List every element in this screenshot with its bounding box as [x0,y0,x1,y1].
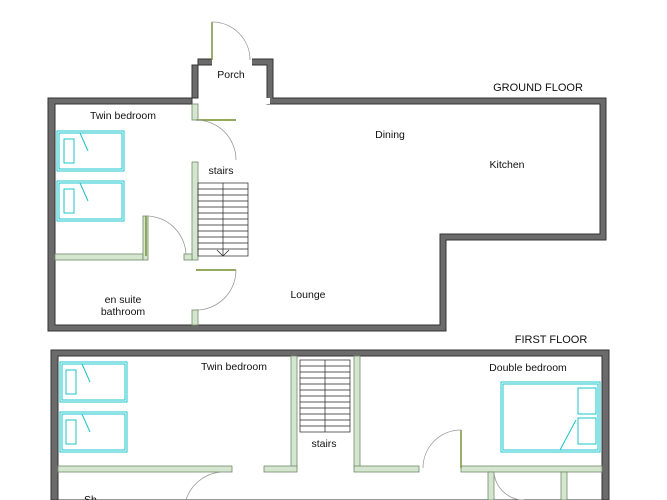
porch-door-swing [211,21,251,61]
inner-wall-lounge [191,309,199,326]
first-inner-wall-right-a [353,465,420,473]
first-floor-outer-walls [50,349,610,500]
porch-label: Porch [217,69,245,81]
first-inner-wall-mid [263,465,298,473]
first-twin-bed-2 [59,411,128,453]
lounge-label: Lounge [290,289,325,301]
ground-twin-bed-2 [56,180,125,222]
first-inner-wall-right-b [460,465,603,473]
ground-twin-bedroom-label: Twin bedroom [90,110,156,122]
ensuite-door-swing [145,215,187,257]
inner-wall-ensuite [54,253,144,261]
first-stair-wall-right [353,355,361,470]
ground-floor-title: GROUND FLOOR [493,82,583,94]
first-partial-label: Sh [84,494,97,500]
first-inner-wall-vertical-b [560,471,568,500]
ensuite-label-line1: en suite [105,294,142,306]
ensuite-label-line2: bathroom [101,306,146,318]
inner-wall-ensuite-right [183,253,193,261]
ground-stairs-label: stairs [208,165,233,177]
first-double-bed [500,381,601,453]
ground-floor-outer-walls [47,58,607,332]
first-door-swing-right [493,471,524,500]
ground-twin-bed-1 [56,130,125,172]
porch-wall-join [264,98,270,104]
first-twin-bedroom-label: Twin bedroom [201,361,267,373]
first-floor: FIRST FLOOR Twin bedroom Double bedroom … [50,334,610,500]
inner-wall-stairs [191,161,199,261]
first-stair-wall-left [290,355,298,470]
first-floor-title: FIRST FLOOR [515,334,588,346]
ground-floor-stairs [197,182,249,257]
first-door-swing [422,429,462,469]
first-twin-bed-1 [59,361,128,403]
lounge-door-swing [195,269,237,311]
double-bedroom-label: Double bedroom [489,362,567,374]
kitchen-label: Kitchen [489,159,524,171]
ground-floor: GROUND FLOOR Porch Twin bedroom Dining K… [47,21,607,332]
first-door-swing-left [185,471,227,500]
first-inner-wall-left [57,465,233,473]
dining-label: Dining [375,129,405,141]
porch-door-gap [212,56,252,67]
inner-wall-porch [191,103,199,121]
first-floor-stairs [299,359,351,433]
first-inner-wall-vertical-a [487,471,495,500]
first-stairs-label: stairs [311,438,336,450]
bedroom-door-swing [195,119,237,161]
